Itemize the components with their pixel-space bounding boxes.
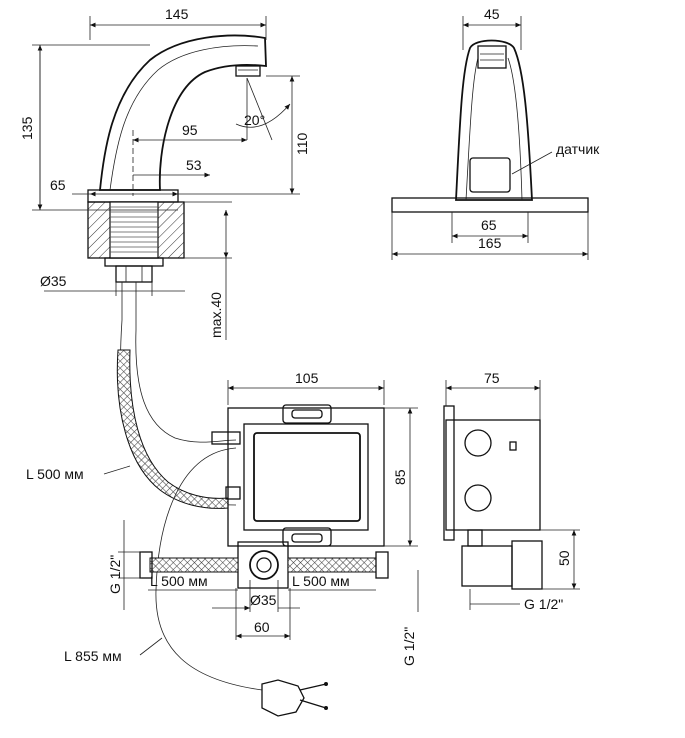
control-box-front: 105 85 G 1/2" L 500 мм L 500 мм Ø35	[107, 370, 418, 640]
side-port-top	[464, 429, 492, 457]
front-body-outline	[455, 39, 533, 201]
dim-max-thickness: max.40	[208, 292, 224, 338]
side-box-body	[445, 419, 541, 531]
mounting-nut	[104, 257, 164, 267]
power-plug	[261, 679, 328, 717]
faucet-body-outline	[99, 34, 267, 191]
dim-front-width: 45	[484, 6, 500, 22]
outlet-hose-right	[287, 557, 377, 573]
dim-faucet-width: 145	[165, 6, 189, 22]
aerator	[235, 65, 261, 77]
dim-pipe-diameter: Ø35	[40, 273, 67, 289]
dim-valve-diameter: Ø35	[250, 592, 277, 608]
box-inner	[243, 423, 369, 531]
faucet-body-highlight	[109, 45, 259, 191]
control-box-side: 75 50 G 1/2" G 1/2"	[401, 370, 580, 666]
outlet-hose-left	[149, 557, 239, 573]
side-port-bottom	[464, 484, 492, 512]
sensor-window	[469, 157, 511, 193]
dim-hose-left: L 500 мм	[150, 573, 208, 589]
bottom-bracket	[282, 527, 332, 547]
dim-inner-53: 53	[186, 157, 202, 173]
side-box-flange	[443, 405, 455, 541]
sensor-label: датчик	[556, 141, 600, 157]
dim-base-65: 65	[50, 177, 66, 193]
dim-spout-angle: 20°	[244, 112, 265, 128]
box-display-area	[253, 432, 361, 522]
front-aerator	[477, 45, 507, 69]
inlet-hose-braid	[116, 349, 229, 509]
dim-front-base-65: 65	[481, 217, 497, 233]
dim-spout-reach: 95	[182, 122, 198, 138]
top-bracket	[282, 404, 332, 424]
dim-valve-spacing: 60	[254, 619, 270, 635]
dim-side-height: 50	[556, 550, 572, 566]
dim-box-width: 105	[295, 370, 319, 386]
dim-thread-left: G 1/2"	[107, 555, 123, 594]
dim-box-height: 85	[392, 469, 408, 485]
dim-thread-bottom: G 1/2"	[401, 627, 417, 666]
cable-gland-top	[211, 431, 241, 445]
valve-body	[237, 541, 289, 589]
cable-gland-bottom	[225, 486, 241, 500]
front-base-plate	[391, 197, 589, 213]
dim-faucet-height: 135	[19, 116, 35, 140]
dim-spout-height: 110	[294, 132, 310, 155]
faucet-side-view: 145 135 110 95 20° 53 65 Ø35	[19, 6, 328, 717]
dim-hose-length: L 500 мм	[26, 466, 84, 482]
inlet-hose-right	[135, 282, 237, 443]
dim-box-depth: 75	[484, 370, 500, 386]
faucet-front-view: 45 датчик 65 165	[391, 6, 600, 260]
side-valve	[461, 545, 513, 587]
dim-front-base-165: 165	[478, 235, 502, 251]
dim-hose-right: L 500 мм	[292, 573, 350, 589]
valve-port	[249, 550, 279, 580]
dim-thread-right: G 1/2"	[524, 596, 563, 612]
threaded-shank	[110, 206, 158, 253]
dim-cable-length: L 855 мм	[64, 648, 122, 664]
